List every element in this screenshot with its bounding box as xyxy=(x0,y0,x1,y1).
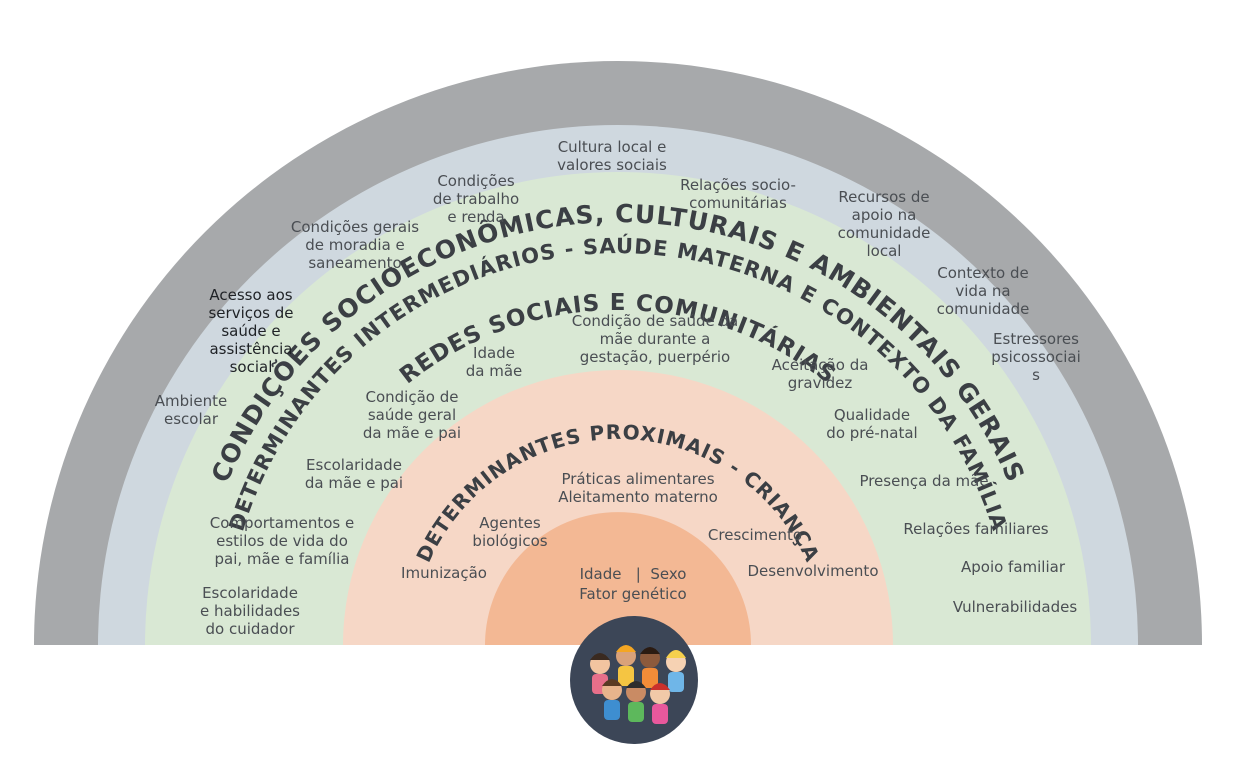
label-saude-geral-line: saúde geral xyxy=(367,406,457,424)
label-acesso-servicos-line: serviços de xyxy=(208,304,294,322)
label-condicao-gestacao-line: gestação, puerpério xyxy=(579,348,731,366)
label-presenca-mae: Presença da mãe xyxy=(859,472,988,490)
label-crescimento: Crescimento xyxy=(708,526,802,544)
label-relacoes-familiares: Relações familiares xyxy=(903,520,1048,538)
proximal-ring xyxy=(343,370,893,645)
label-apoio-familiar: Apoio familiar xyxy=(961,558,1065,576)
label-comportamentos-line: Comportamentos e xyxy=(209,514,355,532)
label-contexto-vida-line: vida na xyxy=(955,282,1011,300)
label-condicoes-moradia-line: saneamento xyxy=(308,254,402,272)
label-imunizacao-line: Imunização xyxy=(401,564,487,582)
children-group-icon xyxy=(570,616,698,744)
label-relacoes-socio-line: comunitárias xyxy=(689,194,787,212)
label-aceitacao-gravidez-line: gravidez xyxy=(787,374,853,392)
core-circle xyxy=(485,512,751,645)
label-contexto-vida-line: Contexto de xyxy=(937,264,1029,282)
label-contexto-vida-line: comunidade xyxy=(936,300,1030,318)
label-estressores-line: psicossociai xyxy=(991,348,1081,366)
label-condicoes-moradia-line: de moradia e xyxy=(305,236,405,254)
label-comportamentos-line: pai, mãe e família xyxy=(214,550,350,568)
label-qualidade-prenatal-line: do pré-natal xyxy=(826,424,918,442)
label-crescimento-line: Crescimento xyxy=(707,526,803,544)
label-escolaridade-pais-line: Escolaridade xyxy=(306,456,402,474)
label-fator-genetico: Fator genético xyxy=(579,585,686,603)
label-idade-mae-line: da mãe xyxy=(465,362,523,380)
label-estressores-line: Estressores xyxy=(993,330,1079,348)
label-escolaridade-cuidador-line: do cuidador xyxy=(205,620,295,638)
label-condicao-gestacao-line: Condição de saúde da xyxy=(571,312,739,330)
label-relacoes-socio-line: Relações socio- xyxy=(680,176,796,194)
label-cultura-local-line: Cultura local e xyxy=(557,138,667,156)
label-desenvolvimento-line: Desenvolvimento xyxy=(747,562,879,580)
label-idade-mae-line: Idade xyxy=(473,344,515,362)
label-recursos-apoio-line: Recursos de xyxy=(838,188,930,206)
label-condicoes-trabalho-line: e renda xyxy=(447,208,505,226)
label-condicoes-trabalho-line: de trabalho xyxy=(432,190,520,208)
label-acesso-servicos-line: Acesso aos xyxy=(209,286,293,304)
label-idade-sexo-line: Idade | Sexo xyxy=(579,565,687,583)
label-agentes-biologicos-line: biológicos xyxy=(472,532,548,550)
label-comportamentos-line: estilos de vida do xyxy=(216,532,348,550)
label-condicoes-trabalho-line: Condições xyxy=(437,172,515,190)
label-acesso-servicos-line: social xyxy=(229,358,273,376)
label-praticas-alimentares-line: Práticas alimentares xyxy=(561,470,715,488)
label-desenvolvimento: Desenvolvimento xyxy=(747,562,878,580)
label-presenca-mae-line: Presença da mãe xyxy=(859,472,989,490)
label-relacoes-socio: Relações socio-comunitárias xyxy=(680,176,796,212)
label-aceitacao-gravidez-line: Aceitação da xyxy=(771,356,869,374)
label-saude-geral-line: Condição de xyxy=(365,388,459,406)
label-escolaridade-cuidador-line: Escolaridade xyxy=(202,584,298,602)
label-cultura-local-line: valores sociais xyxy=(557,156,667,174)
label-praticas-alimentares-line: Aleitamento materno xyxy=(558,488,718,506)
label-vulnerabilidades-line: Vulnerabilidades xyxy=(952,598,1078,616)
label-condicoes-moradia-line: Condições gerais xyxy=(290,218,420,236)
label-condicao-gestacao-line: mãe durante a xyxy=(599,330,711,348)
label-recursos-apoio-line: comunidade xyxy=(837,224,931,242)
label-estressores-line: s xyxy=(1032,366,1040,384)
label-relacoes-familiares-line: Relações familiares xyxy=(903,520,1049,538)
label-recursos-apoio-line: local xyxy=(866,242,902,260)
label-recursos-apoio-line: apoio na xyxy=(851,206,917,224)
label-ambiente-escolar-line: Ambiente xyxy=(154,392,228,410)
label-escolaridade-pais-line: da mãe e pai xyxy=(304,474,404,492)
label-apoio-familiar-line: Apoio familiar xyxy=(960,558,1066,576)
label-vulnerabilidades: Vulnerabilidades xyxy=(953,598,1077,616)
label-imunizacao: Imunização xyxy=(401,564,487,582)
label-saude-geral-line: da mãe e pai xyxy=(362,424,462,442)
label-idade-sexo: Idade | Sexo xyxy=(580,565,687,583)
label-qualidade-prenatal-line: Qualidade xyxy=(833,406,911,424)
label-acesso-servicos-line: assistência xyxy=(209,340,293,358)
label-fator-genetico-line: Fator genético xyxy=(579,585,687,603)
label-escolaridade-cuidador-line: e habilidades xyxy=(200,602,300,620)
label-agentes-biologicos-line: Agentes xyxy=(479,514,541,532)
label-acesso-servicos-line: saúde e xyxy=(221,322,281,340)
label-ambiente-escolar-line: escolar xyxy=(163,410,218,428)
